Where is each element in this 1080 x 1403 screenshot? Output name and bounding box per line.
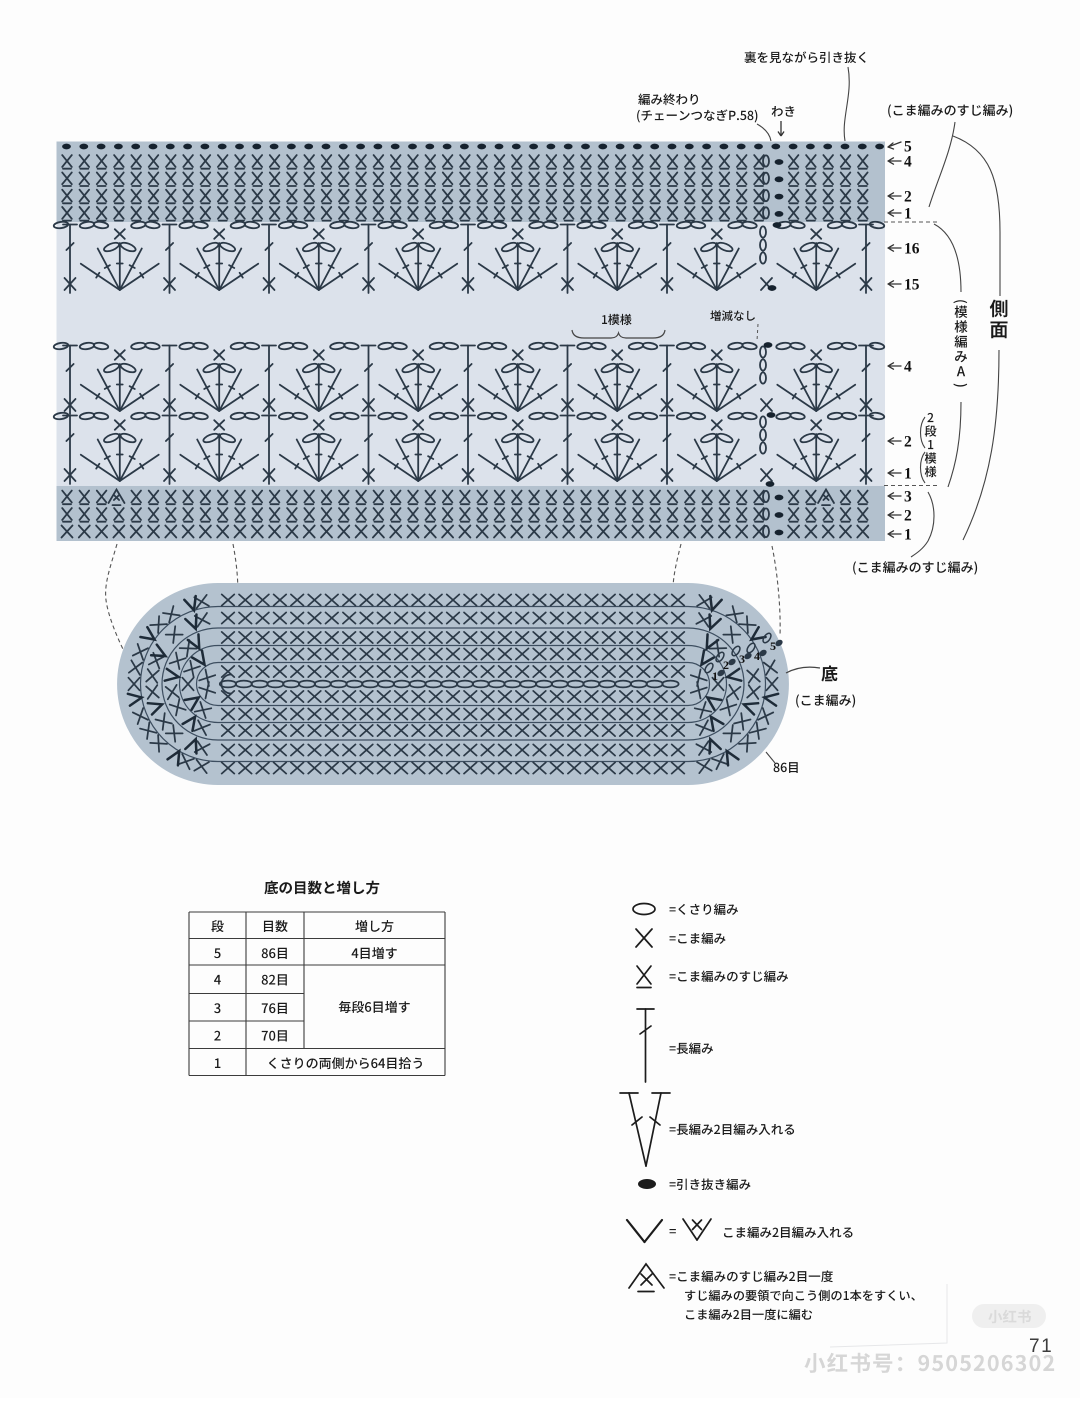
svg-text:71: 71 (1029, 1336, 1053, 1357)
svg-text:3: 3 (739, 652, 745, 666)
svg-text:2: 2 (904, 434, 912, 451)
svg-text:3: 3 (904, 489, 912, 506)
svg-text:4: 4 (904, 359, 912, 376)
svg-text:2: 2 (723, 658, 729, 672)
svg-text:5: 5 (770, 639, 776, 653)
svg-text:15: 15 (904, 277, 920, 294)
svg-text:4: 4 (754, 649, 760, 663)
svg-text:2: 2 (904, 189, 912, 206)
svg-text:1: 1 (712, 669, 718, 683)
svg-text:1: 1 (904, 466, 912, 483)
svg-text:4: 4 (904, 154, 912, 171)
svg-text:1: 1 (904, 206, 912, 223)
svg-text:16: 16 (904, 241, 920, 258)
svg-text:1: 1 (904, 527, 912, 544)
svg-text:5: 5 (904, 139, 912, 156)
svg-text:2: 2 (904, 508, 912, 525)
